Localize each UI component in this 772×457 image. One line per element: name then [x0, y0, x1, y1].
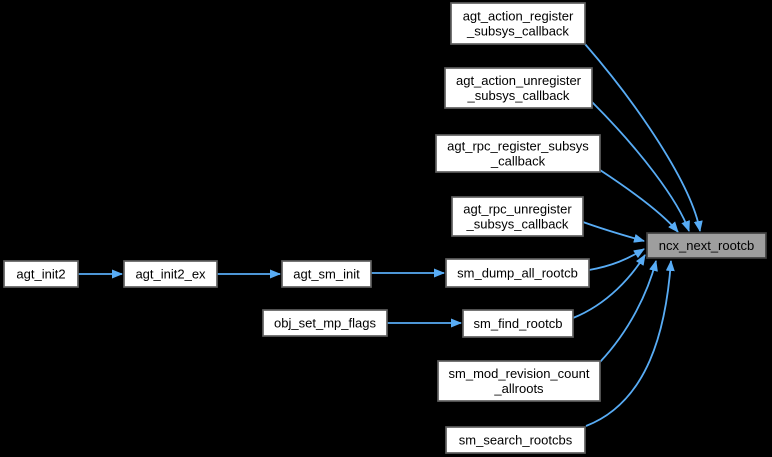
node-label-ncx_next_rootcb: ncx_next_rootcb	[659, 238, 754, 253]
node-box-agt_rpc_unregister_subsys_callback[interactable]	[451, 196, 584, 237]
node-label-sm_find_rootcb: sm_find_rootcb	[474, 316, 563, 331]
node-label-agt_init2: agt_init2	[16, 267, 65, 282]
node-box-sm_dump_all_rootcb[interactable]	[445, 258, 590, 288]
node-agt_rpc_unregister_subsys_callback[interactable]: agt_rpc_unregister_subsys_callback	[451, 196, 584, 237]
node-box-agt_action_register_subsys_callback[interactable]	[450, 2, 586, 45]
node-label-sm_dump_all_rootcb: sm_dump_all_rootcb	[457, 266, 578, 281]
node-box-sm_find_rootcb[interactable]	[462, 309, 574, 338]
edge-agt_rpc_register_subsys_callback-to-ncx_next_rootcb	[599, 169, 679, 233]
node-label-sm_mod_revision_count_allroots: sm_mod_revision_count_allroots	[449, 366, 590, 396]
edge-sm_dump_all_rootcb-to-ncx_next_rootcb	[588, 248, 645, 271]
node-box-obj_set_mp_flags[interactable]	[262, 309, 388, 337]
node-label-agt_init2_ex: agt_init2_ex	[135, 267, 206, 282]
node-box-agt_sm_init[interactable]	[281, 260, 372, 288]
node-agt_action_unregister_subsys_callback[interactable]: agt_action_unregister_subsys_callback	[444, 67, 593, 109]
edge-agt_rpc_unregister_subsys_callback-to-ncx_next_rootcb	[582, 221, 645, 243]
node-agt_action_register_subsys_callback[interactable]: agt_action_register_subsys_callback	[450, 2, 586, 45]
node-ncx_next_rootcb[interactable]: ncx_next_rootcb	[646, 232, 767, 259]
edges-layer	[78, 43, 703, 427]
node-label-agt_action_unregister_subsys_callback: agt_action_unregister_subsys_callback	[456, 73, 582, 103]
node-box-sm_search_rootcbs[interactable]	[445, 426, 586, 454]
node-sm_find_rootcb[interactable]: sm_find_rootcb	[462, 309, 574, 338]
node-box-ncx_next_rootcb[interactable]	[646, 232, 767, 259]
edge-sm_search_rootcbs-to-ncx_next_rootcb	[585, 260, 675, 427]
node-label-agt_rpc_unregister_subsys_callback: agt_rpc_unregister_subsys_callback	[463, 202, 572, 232]
node-box-agt_rpc_register_subsys_callback[interactable]	[435, 134, 601, 173]
node-label-agt_action_register_subsys_callback: agt_action_register_subsys_callback	[463, 9, 574, 39]
edge-agt_action_register_subsys_callback-to-ncx_next_rootcb	[584, 43, 703, 232]
node-sm_search_rootcbs[interactable]: sm_search_rootcbs	[445, 426, 586, 454]
edge-sm_find_rootcb-to-ncx_next_rootcb	[572, 254, 646, 319]
node-box-sm_mod_revision_count_allroots[interactable]	[437, 360, 601, 402]
node-label-agt_rpc_register_subsys_callback: agt_rpc_register_subsys_callback	[447, 139, 589, 169]
edge-agt_action_unregister_subsys_callback-to-ncx_next_rootcb	[591, 101, 690, 232]
node-box-agt_init2_ex[interactable]	[123, 260, 218, 288]
node-agt_rpc_register_subsys_callback[interactable]: agt_rpc_register_subsys_callback	[435, 134, 601, 173]
node-agt_init2_ex[interactable]: agt_init2_ex	[123, 260, 218, 288]
node-agt_sm_init[interactable]: agt_sm_init	[281, 260, 372, 288]
node-agt_init2[interactable]: agt_init2	[3, 260, 79, 288]
node-label-sm_search_rootcbs: sm_search_rootcbs	[459, 433, 573, 448]
node-label-agt_sm_init: agt_sm_init	[293, 267, 360, 282]
node-obj_set_mp_flags[interactable]: obj_set_mp_flags	[262, 309, 388, 337]
node-box-agt_action_unregister_subsys_callback[interactable]	[444, 67, 593, 109]
nodes-layer: agt_init2 agt_init2_ex agt_sm_init sm_dump_…	[3, 2, 767, 454]
node-sm_dump_all_rootcb[interactable]: sm_dump_all_rootcb	[445, 258, 590, 288]
node-sm_mod_revision_count_allroots[interactable]: sm_mod_revision_count_allroots	[437, 360, 601, 402]
node-box-agt_init2[interactable]	[3, 260, 79, 288]
edge-sm_mod_revision_count_allroots-to-ncx_next_rootcb	[599, 260, 658, 363]
node-label-obj_set_mp_flags: obj_set_mp_flags	[274, 316, 376, 331]
